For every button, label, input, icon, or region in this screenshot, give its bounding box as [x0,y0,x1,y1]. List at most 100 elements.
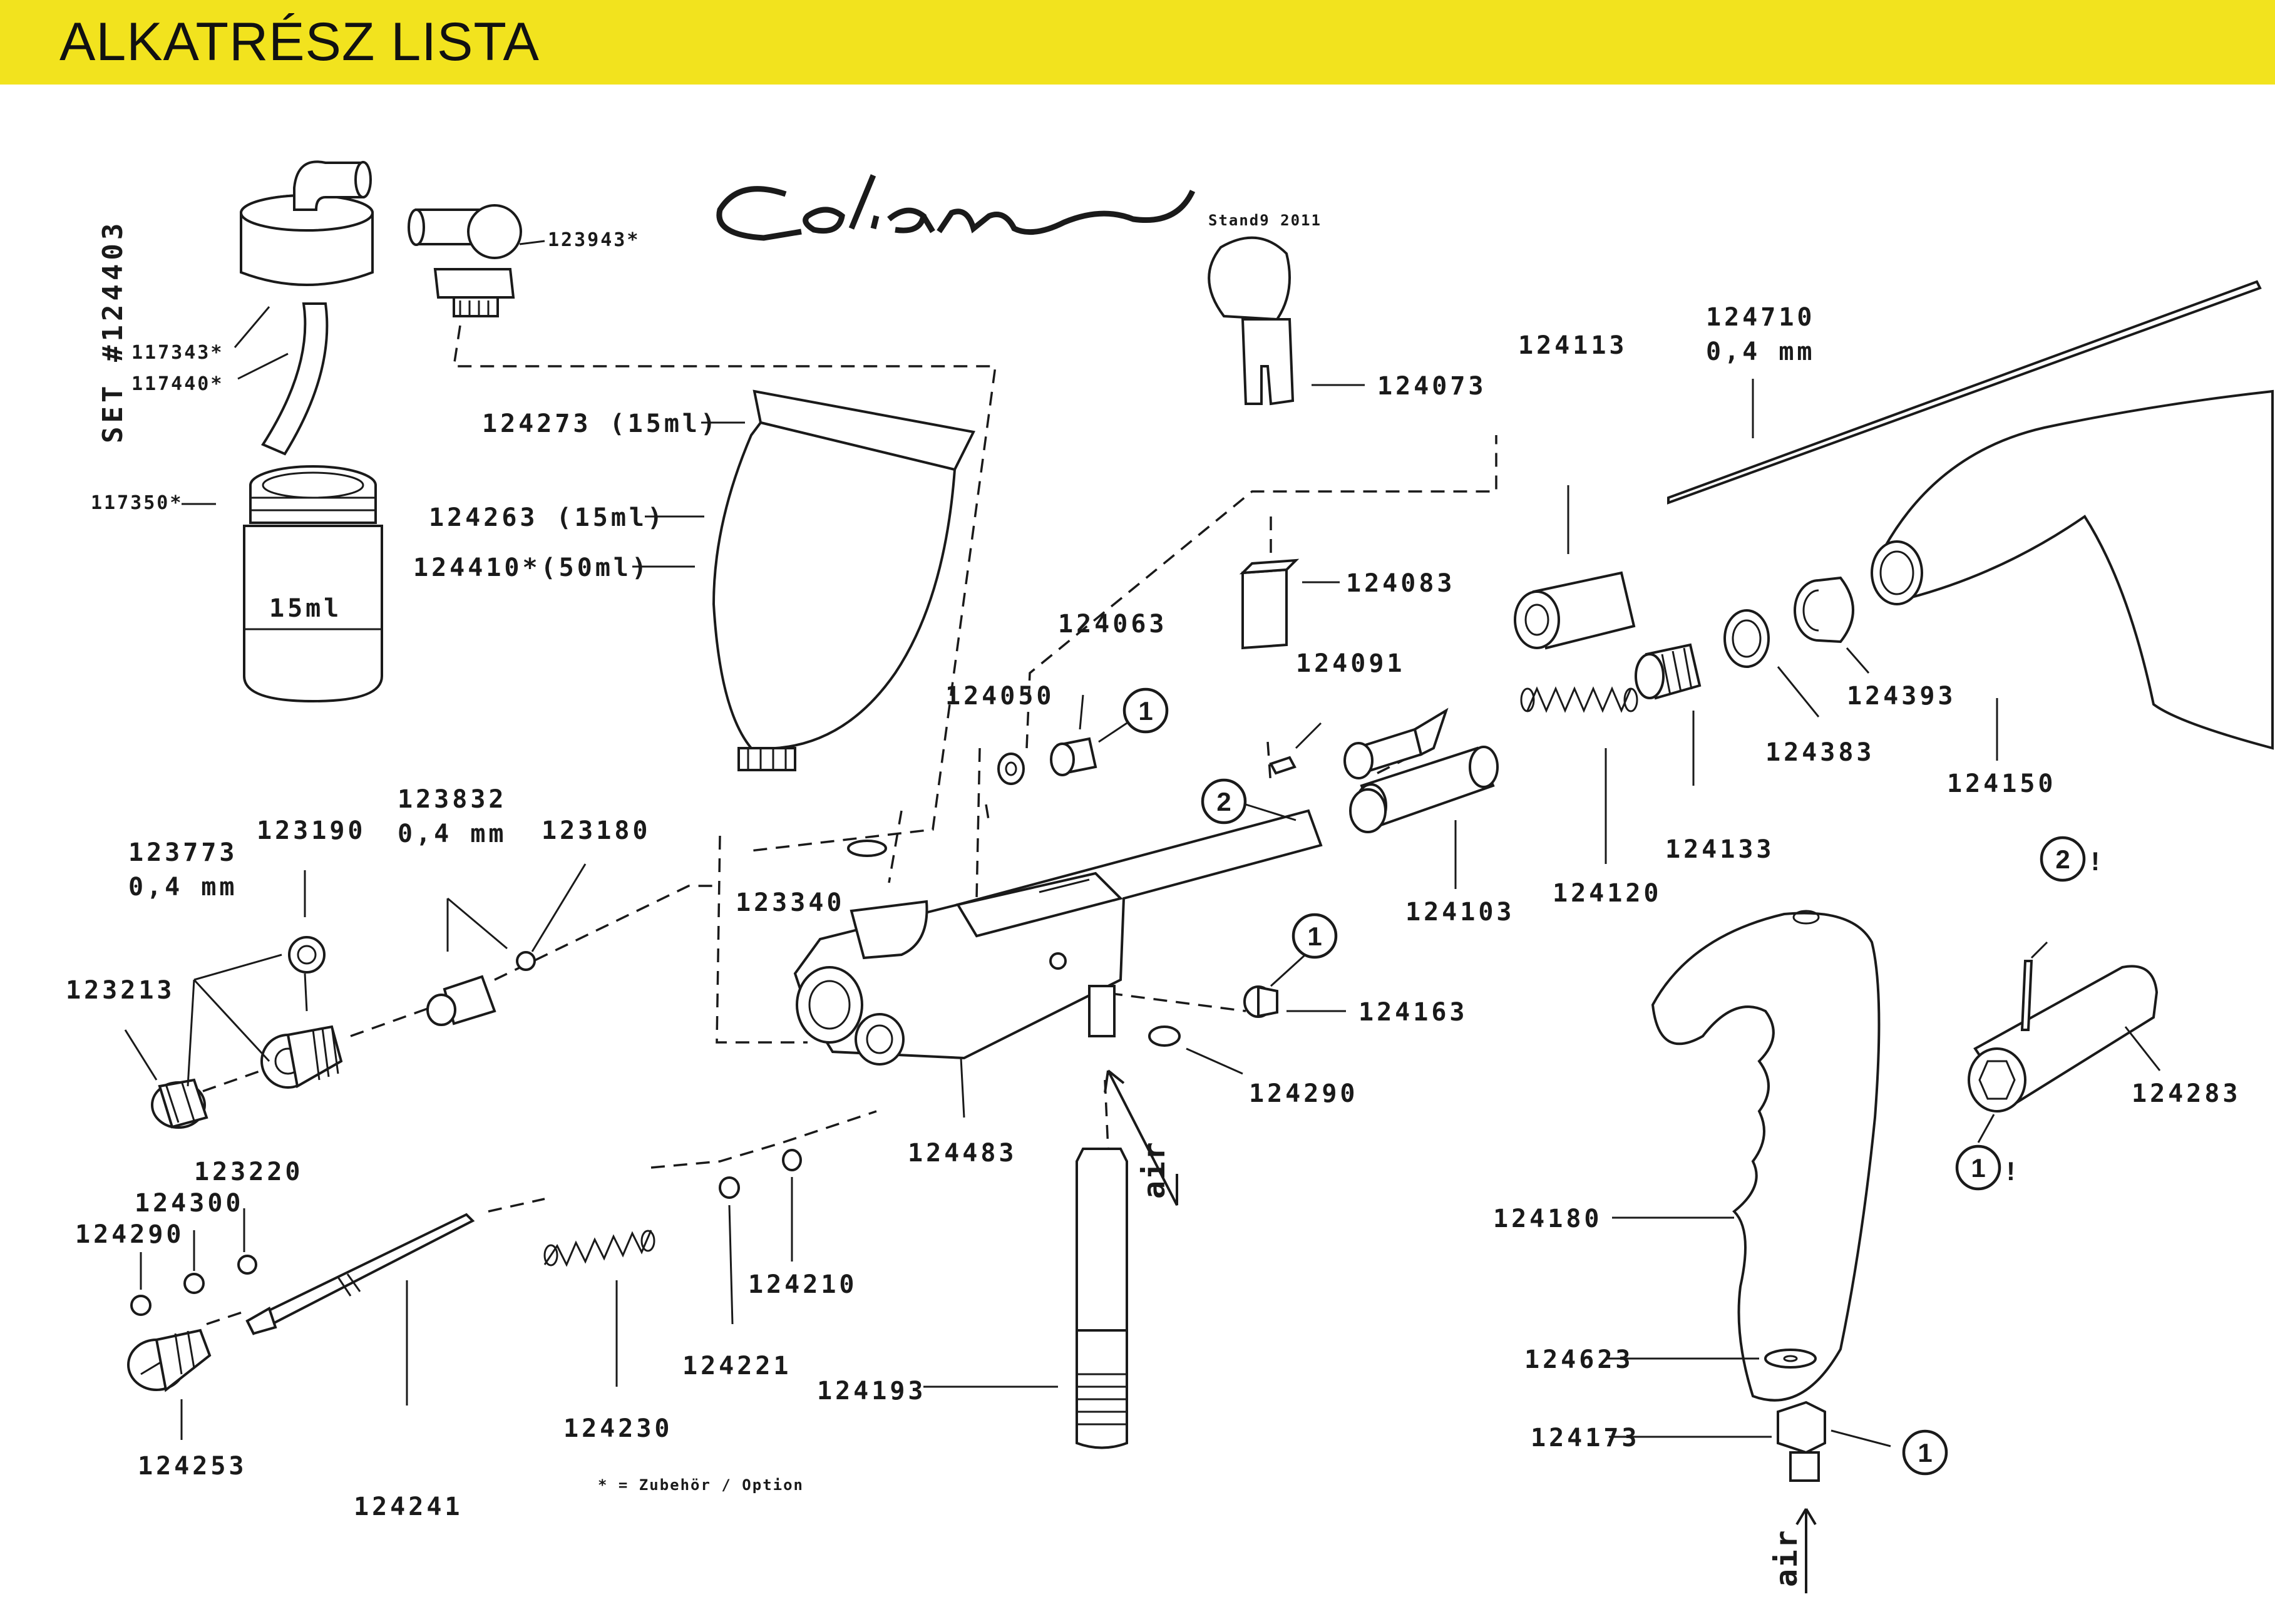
callout-1-fitting: 1 [1902,1429,1948,1476]
label-124393: 124393 [1847,682,1956,711]
spring-guide-124133 [1635,643,1702,786]
nozzle-123832 [426,897,508,1026]
label-124210: 124210 [748,1270,858,1299]
label-124710: 124710 [1706,303,1815,332]
svg-text:1: 1 [1918,1438,1932,1467]
svg-text:1: 1 [1138,696,1153,726]
label-124083: 124083 [1346,569,1456,598]
washer-124210 [782,1149,802,1262]
exploded-parts-diagram: Stand9 2011 [66,160,2274,1593]
callout-1-wrench: 1 ! [1955,1144,2015,1191]
air-label-handle: air [1769,1529,1804,1587]
siphon-bottle-set [182,160,545,703]
colani-logo: Stand9 2011 [716,174,1322,241]
small-washers [130,1208,257,1316]
label-124120: 124120 [1553,879,1662,908]
label-124133: 124133 [1665,835,1775,864]
label-124113: 124113 [1518,331,1628,360]
label-124263: 124263 (15ml) [429,503,665,532]
handle-124150 [1871,389,2274,761]
nozzle-head-123773 [187,953,343,1089]
ring-123190 [288,870,326,1012]
label-123773: 123773 [128,838,238,867]
ring-123340 [847,840,887,857]
label-123773-size: 0,4 mm [128,873,238,902]
label-124150: 124150 [1947,769,2057,798]
footnote: * = Zubehör / Option [598,1476,804,1494]
label-123220: 123220 [194,1158,304,1186]
part-labels: SET #124403 123943* 117343* 117440* 1173… [66,220,2241,1587]
jar-capacity: 15ml [269,594,342,623]
washer-124290 [1148,1025,1243,1075]
label-124063: 124063 [1058,610,1168,639]
label-124050: 124050 [945,682,1055,711]
label-124283: 124283 [2132,1079,2241,1108]
nozzle-cap-124113 [1514,485,1636,650]
svg-text:2: 2 [1216,787,1231,816]
label-117440: 117440* [131,373,223,395]
label-124221: 124221 [682,1352,792,1380]
washer-124221 [719,1176,740,1325]
washer-123180 [516,863,587,971]
label-117343: 117343* [131,342,223,364]
washer-124050 [997,753,1025,785]
label-123340: 123340 [736,888,845,917]
wrench-124283 [1968,941,2161,1143]
ring-124383 [1723,609,1820,717]
svg-text:1: 1 [1971,1153,1985,1183]
callout-1-top: 1 [1122,687,1169,734]
stand-date: Stand9 2011 [1208,212,1322,229]
nozzle-cap-123213 [124,1029,208,1129]
label-124290: 124290 [1249,1079,1358,1108]
spring-124120 [1520,686,1638,864]
label-124180: 124180 [1493,1205,1603,1233]
label-124290-b: 124290 [75,1220,185,1249]
airbrush-body-124483 [793,809,1323,1118]
needle-chucking-guide-124091 [1269,707,1449,833]
ring-124393 [1794,576,1870,674]
label-123180: 123180 [542,816,651,845]
piece-124083 [1239,558,1340,650]
color-cup [632,389,975,771]
label-124623: 124623 [1524,1345,1634,1374]
label-123190: 123190 [257,816,366,845]
label-124073: 124073 [1377,372,1487,401]
svg-text:1: 1 [1307,922,1322,951]
needle-chucking-nut-124253 [127,1328,212,1440]
svg-text:!: ! [2006,1156,2015,1186]
air-valve-tube-124193 [923,1069,1178,1449]
svg-text:2: 2 [2055,845,2070,874]
label-123832-size: 0,4 mm [398,820,507,848]
label-124300: 124300 [135,1189,244,1218]
set-label: SET #124403 [97,220,129,443]
page-title: ALKATRÉSZ LISTA [59,12,540,72]
label-123213: 123213 [66,976,175,1005]
label-124193: 124193 [817,1377,927,1406]
svg-text:!: ! [2091,846,2100,876]
label-124103: 124103 [1405,898,1515,927]
spring-124230 [543,1230,655,1387]
label-124483: 124483 [908,1139,1017,1168]
callout-2-wrench: 2 ! [2040,836,2100,882]
label-124091: 124091 [1296,649,1405,678]
label-124383: 124383 [1765,738,1875,767]
nut-124063 [1050,694,1127,776]
label-124273: 124273 (15ml) [482,409,719,438]
needle-124710 [1667,280,2262,505]
callout-2-body: 2 [1201,778,1297,825]
needle-124241 [245,1213,475,1406]
label-124241: 124241 [354,1493,463,1521]
air-fitting-124173 [1609,1400,1891,1593]
label-124230: 124230 [563,1414,673,1443]
label-117350: 117350* [91,492,183,514]
label-124173: 124173 [1531,1424,1640,1452]
header-bar: ALKATRÉSZ LISTA [0,0,2275,85]
label-124253: 124253 [138,1452,247,1481]
label-123943: 123943* [548,229,640,251]
air-label-body: air [1137,1141,1172,1199]
callout-1-valve: 1 [1270,913,1338,987]
label-124410: 124410*(50ml) [413,553,650,582]
label-123832: 123832 [398,785,507,814]
label-124163: 124163 [1358,998,1468,1027]
valve-screw-124163 [1243,985,1346,1018]
